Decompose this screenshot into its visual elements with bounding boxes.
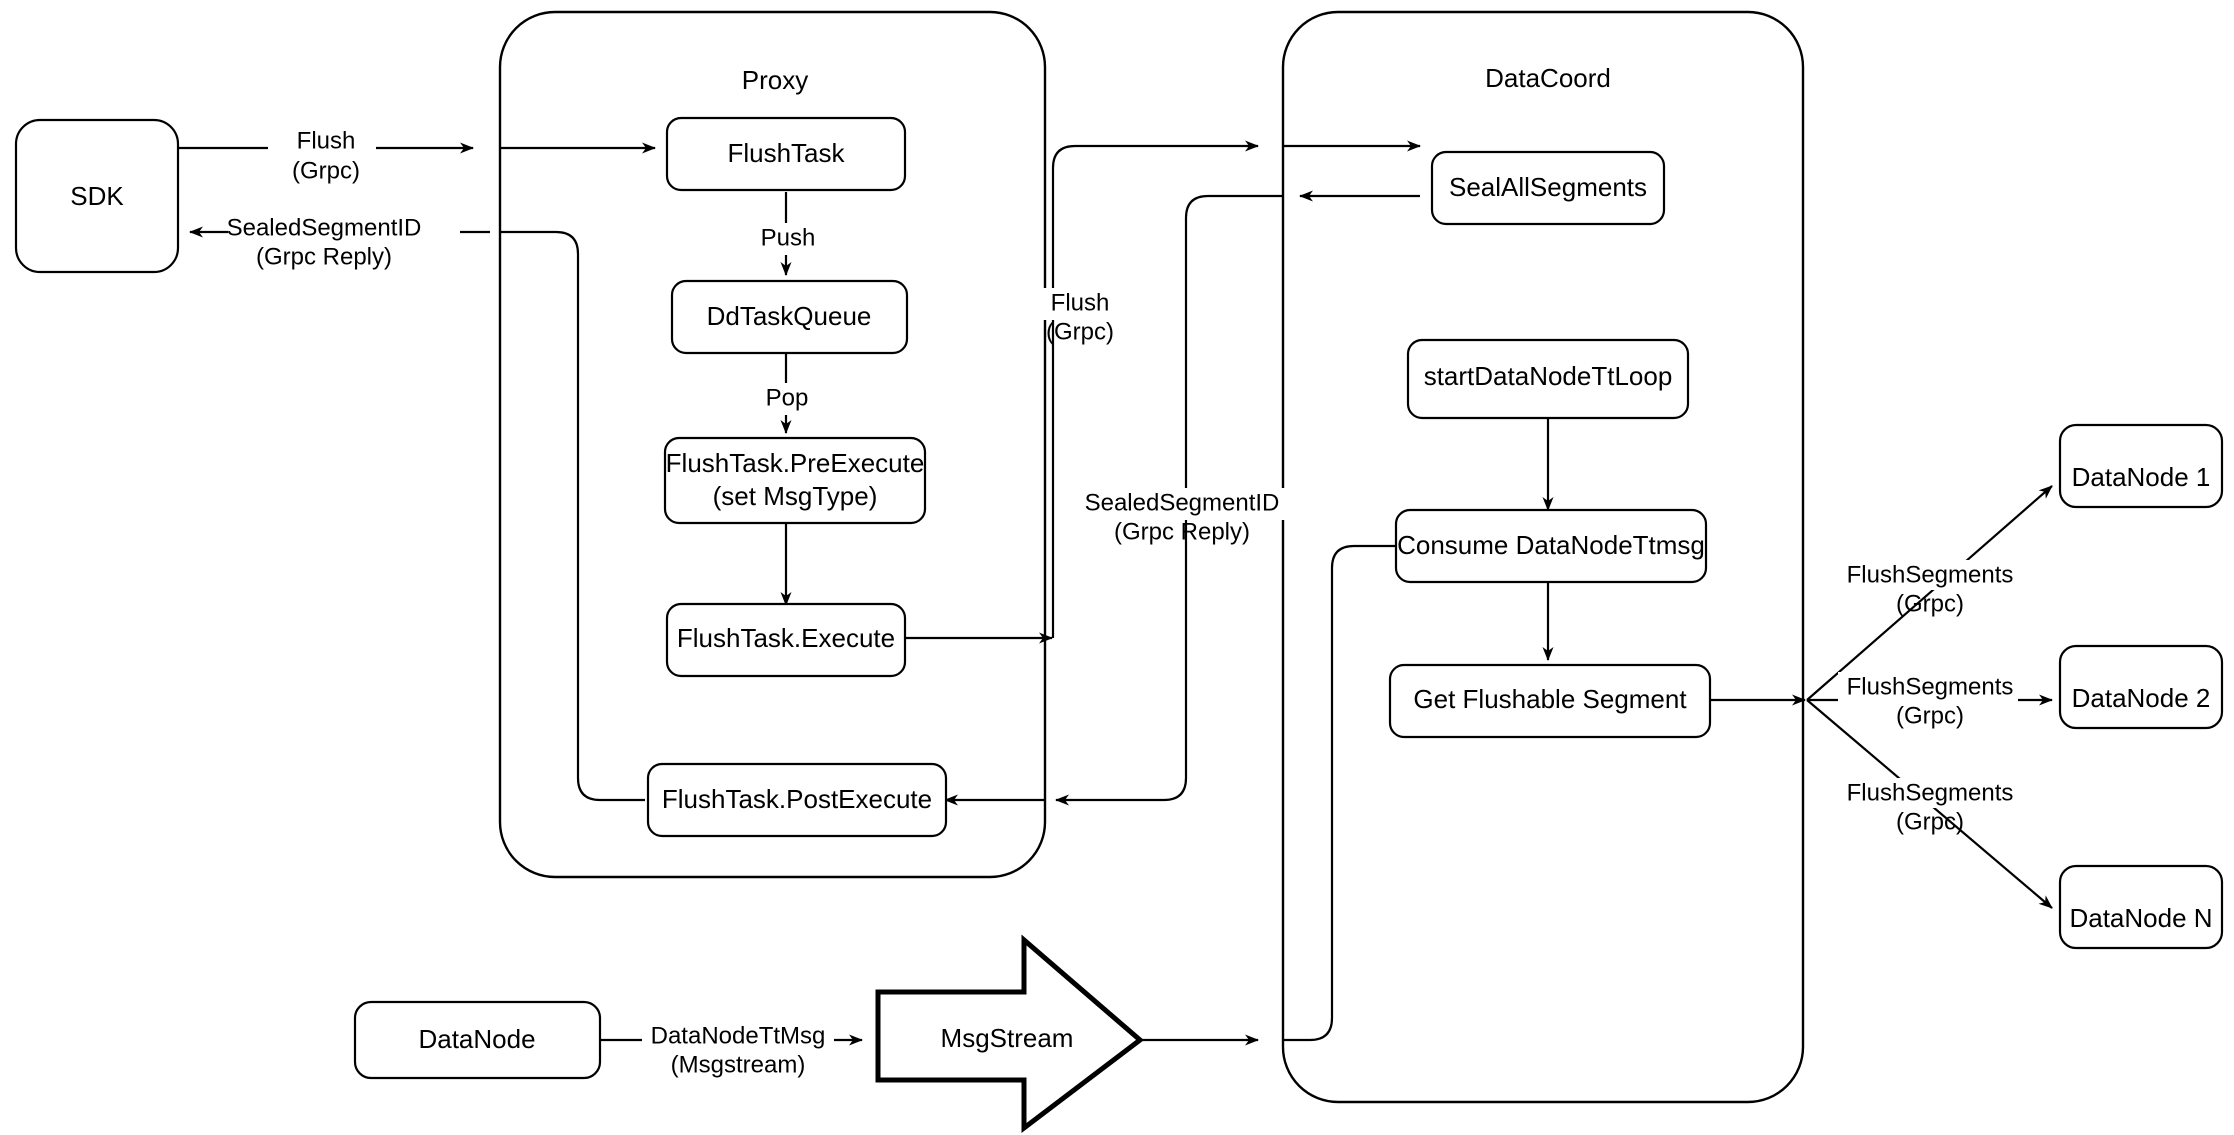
node-msgstream-label: MsgStream	[941, 1023, 1074, 1053]
node-sdk[interactable]: SDK	[14, 118, 180, 274]
edge-label-flushsegmentsn-line1: FlushSegments	[1847, 779, 2014, 806]
node-datanode-1-label: DataNode 1	[2072, 462, 2211, 492]
node-datanode-1[interactable]: DataNode 1	[2058, 423, 2224, 509]
edge-label-flushsegments1-line1: FlushSegments	[1847, 561, 2014, 588]
node-sdk-label: SDK	[70, 181, 124, 211]
node-datanode-n-label: DataNode N	[2069, 903, 2212, 933]
node-datanode-2[interactable]: DataNode 2	[2058, 644, 2224, 730]
node-flush-task-execute[interactable]: FlushTask.Execute	[665, 602, 907, 678]
node-datanode-2-label: DataNode 2	[2072, 683, 2211, 713]
edge-label-flushsegments-n: FlushSegments (Grpc)	[1838, 778, 2018, 835]
node-flush-task[interactable]: FlushTask	[665, 116, 907, 192]
edge-label-coord-flush-line2: (Grpc)	[1046, 318, 1114, 345]
group-datacoord-label: DataCoord	[1485, 63, 1611, 93]
edge-label-flush-line2: (Grpc)	[292, 157, 360, 184]
node-flush-task-postexecute[interactable]: FlushTask.PostExecute	[646, 762, 948, 838]
node-start-datanode-tt-loop[interactable]: startDataNodeTtLoop	[1406, 338, 1690, 420]
edge-label-sealedsegmentid-line1: SealedSegmentID	[227, 214, 422, 241]
edge-label-coord-to-proxy: SealedSegmentID (Grpc Reply)	[1085, 488, 1288, 545]
group-proxy	[498, 10, 1047, 879]
node-msgstream[interactable]: MsgStream	[875, 934, 1144, 1134]
node-datanode-bottom[interactable]: DataNode	[353, 1000, 602, 1080]
edge-postexecute-to-sdk-rail	[500, 230, 645, 802]
edge-label-flushsegments2-line1: FlushSegments	[1847, 673, 2014, 700]
edge-label-flushsegments-1: FlushSegments (Grpc)	[1838, 560, 2018, 617]
edge-label-push: Push	[752, 223, 824, 255]
edge-label-pop: Pop	[756, 383, 818, 415]
node-seal-all-segments-label: SealAllSegments	[1449, 172, 1647, 202]
edge-rail-flush-to-datacoord	[1051, 140, 1259, 638]
edge-label-push-text: Push	[761, 224, 816, 251]
node-preexecute-label-line2: (set MsgType)	[713, 481, 878, 511]
edge-label-pop-text: Pop	[766, 384, 809, 411]
edge-label-ttmsg-line2: (Msgstream)	[671, 1051, 806, 1078]
group-datacoord	[1281, 10, 1805, 1104]
group-proxy-label: Proxy	[742, 65, 808, 95]
edge-label-proxy-to-sdk: SealedSegmentID (Grpc Reply)	[227, 213, 460, 270]
node-get-flushable-segment[interactable]: Get Flushable Segment	[1388, 663, 1712, 739]
edge-junction-to-datanode1	[1806, 485, 2053, 701]
node-consume-datanode-ttmsg[interactable]: Consume DataNodeTtmsg	[1394, 508, 1708, 584]
edge-label-sdk-to-proxy: Flush (Grpc)	[268, 126, 376, 184]
edge-label-coord-flush-line1: Flush	[1051, 289, 1110, 316]
node-dd-task-queue[interactable]: DdTaskQueue	[670, 279, 909, 355]
edge-label-ttmsg-line1: DataNodeTtMsg	[651, 1022, 826, 1049]
edge-label-sealedsegmentid-line2: (Grpc Reply)	[256, 243, 392, 270]
edge-label-flush-line1: Flush	[297, 127, 356, 154]
edge-label-flushsegments-2: FlushSegments (Grpc)	[1838, 672, 2018, 729]
node-get-flushable-label: Get Flushable Segment	[1413, 684, 1687, 714]
node-start-tt-loop-label: startDataNodeTtLoop	[1424, 361, 1673, 391]
edge-label-proxy-to-coord: Flush (Grpc)	[1012, 288, 1114, 345]
node-flush-task-label: FlushTask	[727, 138, 845, 168]
edge-datacoord-inlet-to-consume	[1283, 540, 1421, 1042]
edge-label-flushsegmentsn-line2: (Grpc)	[1896, 808, 1964, 835]
node-seal-all-segments[interactable]: SealAllSegments	[1430, 150, 1666, 226]
node-consume-ttmsg-label: Consume DataNodeTtmsg	[1397, 530, 1705, 560]
node-datanode-bottom-label: DataNode	[418, 1024, 535, 1054]
node-flush-task-preexecute[interactable]: FlushTask.PreExecute (set MsgType)	[663, 436, 927, 525]
node-datanode-n[interactable]: DataNode N	[2058, 864, 2224, 950]
node-execute-label: FlushTask.Execute	[677, 623, 895, 653]
edge-label-flushsegments1-line2: (Grpc)	[1896, 590, 1964, 617]
edge-label-datanode-ttmsg: DataNodeTtMsg (Msgstream)	[642, 1022, 834, 1078]
node-postexecute-label: FlushTask.PostExecute	[662, 784, 932, 814]
node-preexecute-label-line1: FlushTask.PreExecute	[666, 448, 925, 478]
edge-label-flushsegments2-line2: (Grpc)	[1896, 702, 1964, 729]
edge-label-coord-reply-line2: (Grpc Reply)	[1114, 518, 1250, 545]
node-dd-task-queue-label: DdTaskQueue	[707, 301, 872, 331]
edge-label-coord-reply-line1: SealedSegmentID	[1085, 489, 1280, 516]
